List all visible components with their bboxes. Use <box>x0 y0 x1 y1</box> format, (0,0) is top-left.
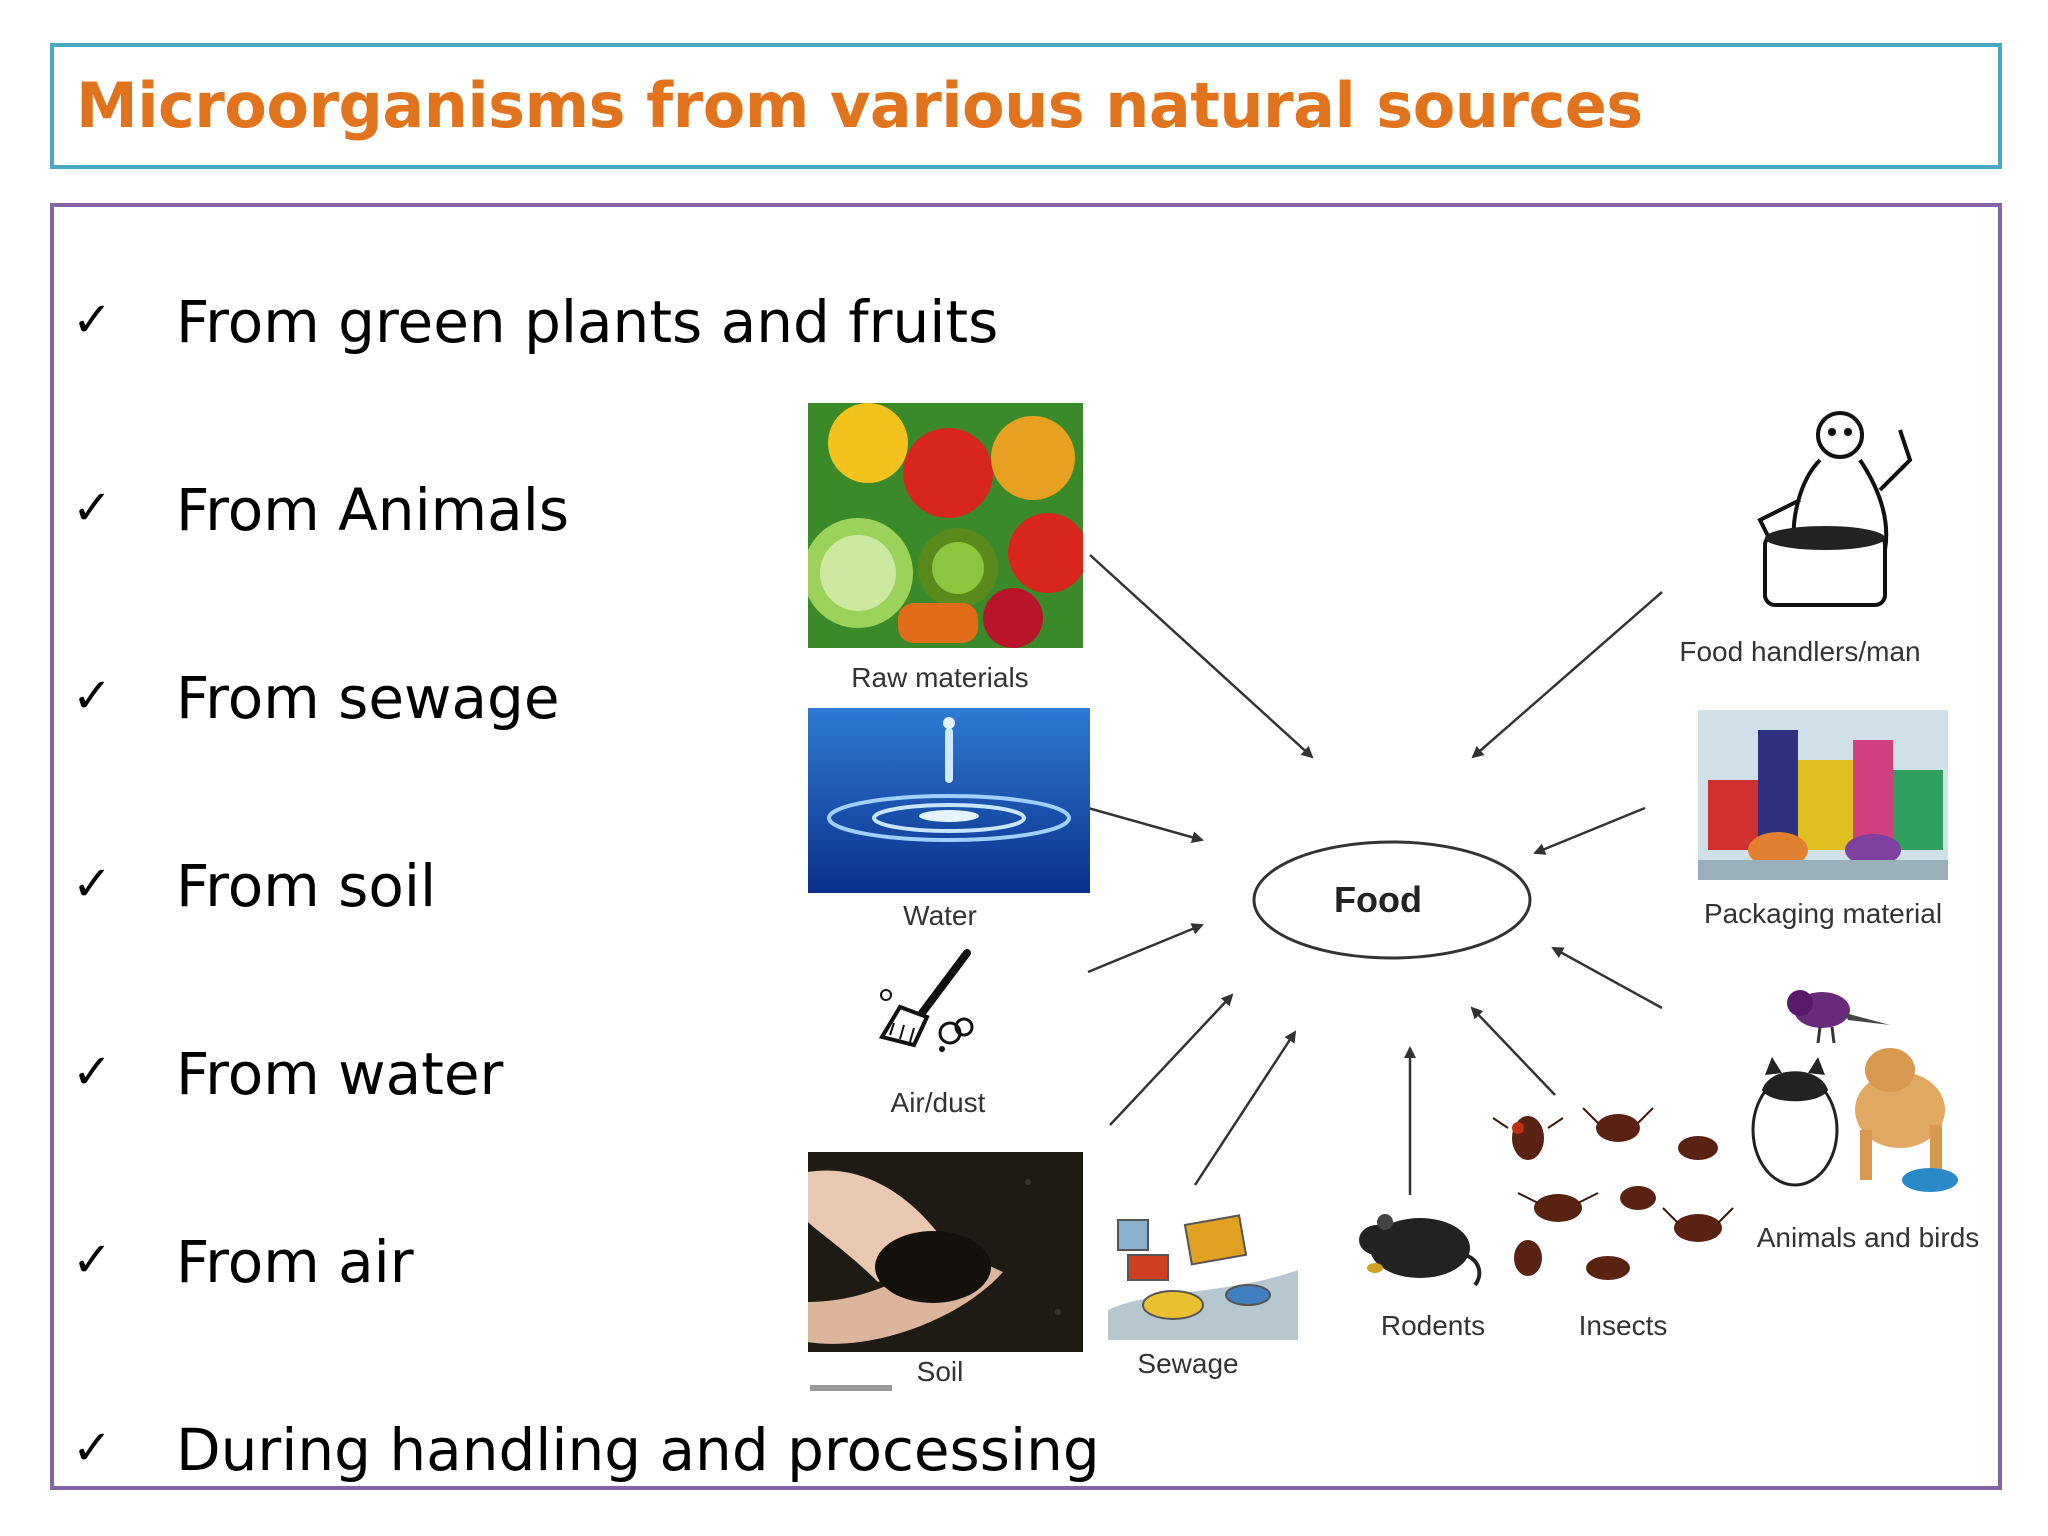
sewage-image <box>1108 1200 1298 1340</box>
bullet-label: From green plants and fruits <box>176 288 999 356</box>
raw-materials-image <box>808 403 1083 648</box>
content-box <box>50 203 2002 1490</box>
packaging-caption: Packaging material <box>1703 898 1943 929</box>
insects-caption: Insects <box>1578 1310 1668 1341</box>
animals-birds-image <box>1740 965 1960 1200</box>
check-icon: ✓ <box>72 480 113 536</box>
animals-birds-caption: Animals and birds <box>1756 1222 1980 1253</box>
bullet-label: During handling and processing <box>176 1416 1100 1484</box>
soil-image <box>808 1152 1083 1352</box>
packaging-image <box>1698 710 1948 880</box>
water-image <box>808 708 1090 893</box>
check-icon: ✓ <box>72 856 113 912</box>
sewage-caption: Sewage <box>1137 1348 1239 1379</box>
check-icon: ✓ <box>72 668 113 724</box>
food-handlers-caption: Food handlers/man <box>1679 636 1921 667</box>
bullet-label: From soil <box>176 852 437 920</box>
bullet-label: From air <box>176 1228 414 1296</box>
raw-materials-caption: Raw materials <box>851 662 1029 693</box>
title-box: Microorganisms from various natural sour… <box>50 43 2002 169</box>
insects-image <box>1488 1098 1738 1298</box>
check-icon: ✓ <box>72 1044 113 1100</box>
rodents-caption: Rodents <box>1380 1310 1486 1341</box>
check-icon: ✓ <box>72 292 113 348</box>
soil-caption: Soil <box>916 1356 964 1387</box>
check-icon: ✓ <box>72 1232 113 1288</box>
bullet-label: From water <box>176 1040 504 1108</box>
bullet-label: From sewage <box>176 664 560 732</box>
food-handler-image <box>1740 400 1920 615</box>
check-icon: ✓ <box>72 1420 113 1476</box>
slide-title: Microorganisms from various natural sour… <box>76 69 1643 142</box>
rodent-image <box>1355 1200 1485 1290</box>
air-dust-image <box>872 945 987 1060</box>
water-caption: Water <box>903 900 977 931</box>
air-dust-caption: Air/dust <box>890 1087 986 1118</box>
soil-underline <box>810 1385 892 1391</box>
food-label: Food <box>1334 879 1422 920</box>
bullet-label: From Animals <box>176 476 570 544</box>
